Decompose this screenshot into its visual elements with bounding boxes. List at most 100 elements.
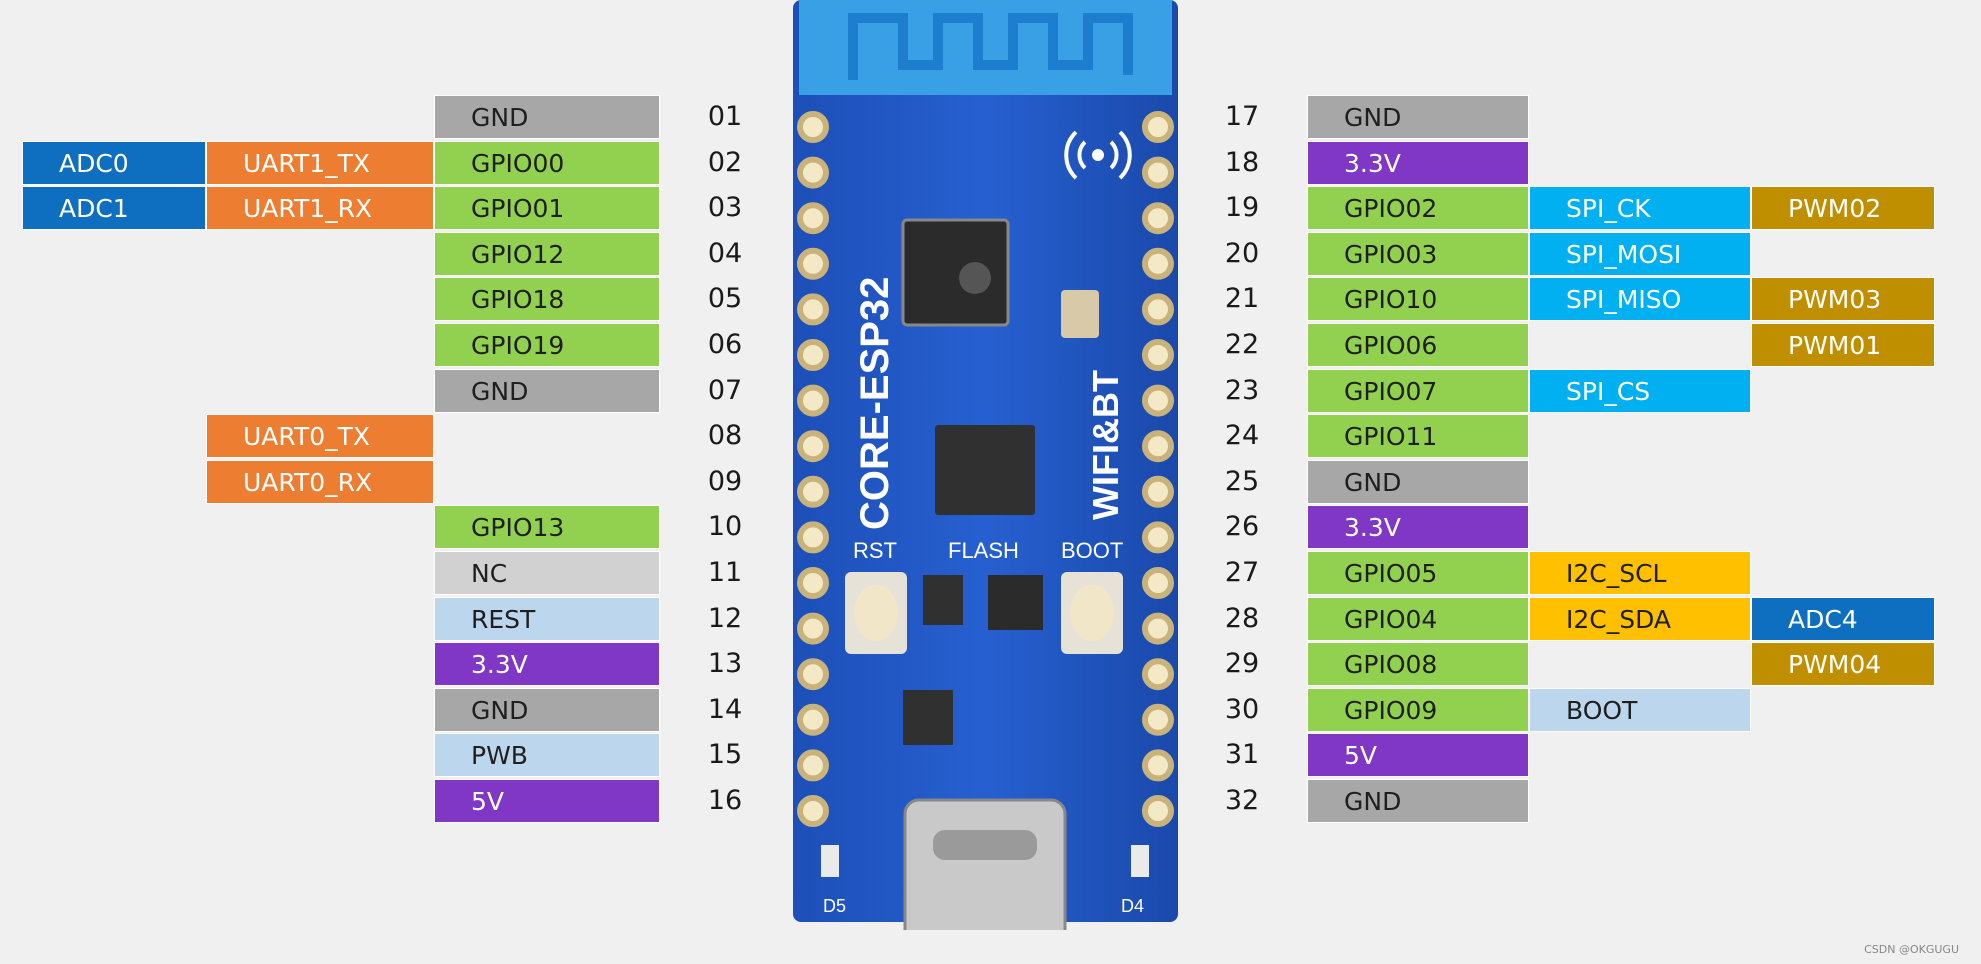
flash-chip [935,425,1035,515]
castellated-pad [797,612,829,645]
led-d5 [821,845,839,877]
alt-function-2: PWM03 [1751,277,1935,322]
castellated-pad [1142,293,1174,326]
pin-number: 28 [1224,602,1260,634]
pin-number: 15 [707,739,743,771]
pin-name: GND [434,687,660,732]
d5-label: D5 [823,896,846,916]
castellated-pad [1142,612,1174,645]
alt-function-2: PWM01 [1751,323,1935,367]
pin-number: 17 [1224,101,1260,132]
pin-number: 06 [707,329,743,360]
pin-name: 3.3V [1307,140,1529,185]
pin-number: 30 [1224,693,1260,725]
castellated-pad [1142,202,1174,235]
watermark: CSDN @OKGUGU [1864,943,1959,956]
castellated-pad [797,795,829,827]
castellated-pad [1142,156,1174,189]
castellated-pad [1142,247,1174,280]
pin-name: GPIO13 [434,505,660,550]
pin-number: 25 [1224,465,1260,497]
pin-number: 26 [1224,511,1260,543]
castellated-pad [1142,749,1174,782]
flash-label: FLASH [948,538,1019,563]
pin-number: 02 [707,146,743,178]
boot-label: BOOT [1061,538,1123,563]
pin-number: 24 [1224,420,1260,452]
left-pads [797,111,829,827]
pin-number: 01 [707,101,743,132]
pin-name: GND [434,95,660,139]
pin-number: 27 [1224,557,1260,588]
antenna-trace [848,13,1133,80]
alt-function-1: I2C_SCL [1529,551,1751,595]
pin-name: GPIO03 [1307,231,1529,276]
pin-name: 5V [434,779,660,823]
pin-number: 32 [1224,785,1260,816]
esp32-chip [901,218,1010,327]
alt-function-2: ADC1 [22,186,206,231]
pin-name: GND [1307,459,1529,504]
wifi-signal-icon [1064,130,1132,180]
castellated-pad [1142,384,1174,417]
castellated-pad [1142,795,1174,827]
castellated-pad [797,384,829,417]
castellated-pad [797,111,829,143]
alt-function-1: SPI_CK [1529,186,1751,231]
alt-function-1: UART1_RX [206,186,434,231]
alt-function-2: ADC0 [22,140,206,185]
castellated-pad [797,247,829,280]
pin-number: 11 [707,557,743,588]
pin-name: PWB [434,733,660,778]
pin-number: 21 [1224,283,1260,315]
crystal [1061,290,1099,338]
pin-number: 05 [707,283,743,315]
alt-function-1: I2C_SDA [1529,596,1751,641]
pin-name: GPIO04 [1307,596,1529,641]
castellated-pad [797,749,829,782]
pin-name: GND [434,368,660,413]
pin-number: 12 [707,602,743,634]
castellated-pad [797,567,829,599]
esp32-board-image: CORE-ESP32 WIFI&BT RST FLASH BOOT D5 D4 [793,0,1178,930]
pin-name: GPIO01 [434,186,660,231]
pin-name: GPIO00 [434,140,660,185]
castellated-pad [797,156,829,189]
pin-number: 19 [1224,192,1260,224]
pin-number: 22 [1224,329,1260,360]
pin-name: 5V [1307,733,1529,778]
pin-name: GPIO02 [1307,186,1529,231]
castellated-pad [797,703,829,736]
pin-number: 03 [707,192,743,224]
alt-function-1: UART0_TX [206,414,434,459]
alt-function-2: PWM04 [1751,642,1935,687]
pin-name: GPIO10 [1307,277,1529,322]
rst-label: RST [853,538,897,563]
small-chip [923,575,963,625]
castellated-pad [1142,521,1174,554]
pin-number: 14 [707,693,743,725]
castellated-pad [1142,658,1174,691]
pin-name: GPIO08 [1307,642,1529,687]
castellated-pad [1142,567,1174,599]
boot-button[interactable] [1061,572,1123,654]
pin-name: GPIO06 [1307,323,1529,367]
alt-function-1: SPI_CS [1529,368,1751,413]
pin-number: 04 [707,237,743,269]
pin-name: REST [434,596,660,641]
pin-name: 3.3V [1307,505,1529,550]
pin-name: GPIO05 [1307,551,1529,595]
pin-name: GPIO09 [1307,687,1529,732]
pin-number: 20 [1224,237,1260,269]
pin-name: NC [434,551,660,595]
pin-number: 31 [1224,739,1260,771]
pin-number: 13 [707,648,743,680]
pin-name: GPIO19 [434,323,660,367]
castellated-pad [797,475,829,508]
castellated-pad [797,202,829,235]
pin-name: GND [1307,779,1529,823]
rst-button[interactable] [845,572,907,654]
pin-number: 16 [707,785,743,816]
pin-name: GPIO18 [434,277,660,322]
alt-function-2: PWM02 [1751,186,1935,231]
